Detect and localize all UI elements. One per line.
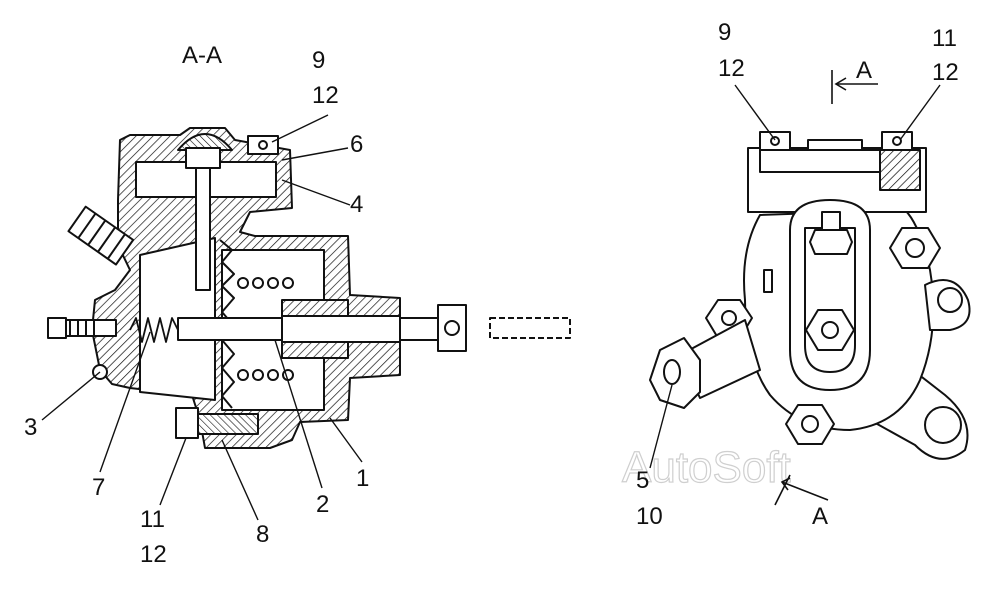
callout-11: 11 [140, 506, 165, 533]
callout-3: 3 [24, 414, 37, 441]
section-view-a-a [47, 127, 571, 449]
left-screw [65, 319, 117, 337]
perforation-holes [237, 277, 294, 381]
section-title: A-A [182, 42, 222, 69]
bottom-bolt [197, 413, 259, 435]
callout-12: 12 [312, 82, 339, 109]
callout-5: 5 [636, 467, 649, 494]
control-stem [195, 149, 211, 291]
callout-10: 10 [636, 503, 663, 530]
callout-4: 4 [350, 191, 363, 218]
callout-12-right: 12 [718, 55, 745, 82]
callout-7: 7 [92, 474, 105, 501]
spring [129, 317, 179, 343]
callout-8: 8 [256, 521, 269, 548]
shaft-nut [437, 304, 467, 352]
callout-12-bottom: 12 [140, 541, 167, 568]
callout-9: 9 [312, 47, 325, 74]
cover-boss [807, 139, 863, 151]
callout-2: 2 [316, 491, 329, 518]
extension-rod [489, 317, 571, 339]
section-mark-a-top: A [856, 57, 872, 84]
right-view-labels: 9 12 11 12 5 10 A A [636, 19, 959, 530]
top-bolt [247, 135, 279, 155]
section-mark-a-bottom: A [812, 503, 828, 530]
left-view-labels: A-A 9 12 6 4 3 7 11 12 8 2 1 [24, 42, 369, 568]
callout-1: 1 [356, 465, 369, 492]
stem-nut [185, 147, 221, 169]
callout-9-right: 9 [718, 19, 731, 46]
inlet-fitting [67, 205, 135, 266]
cover-section-cut [879, 149, 921, 191]
left-screw-head [47, 317, 67, 339]
leader-lines-left [41, 114, 363, 521]
central-nut [809, 229, 853, 255]
shaft-sleeve [281, 315, 401, 343]
callout-12-right-b: 12 [932, 59, 959, 86]
callout-11-right: 11 [932, 25, 957, 52]
callout-6: 6 [350, 131, 363, 158]
section-marks [774, 70, 878, 506]
bottom-bolt-head [175, 407, 199, 439]
external-view [649, 131, 971, 460]
top-dome [177, 133, 233, 151]
leader-lines-right [649, 84, 941, 469]
side-slot [763, 269, 773, 293]
